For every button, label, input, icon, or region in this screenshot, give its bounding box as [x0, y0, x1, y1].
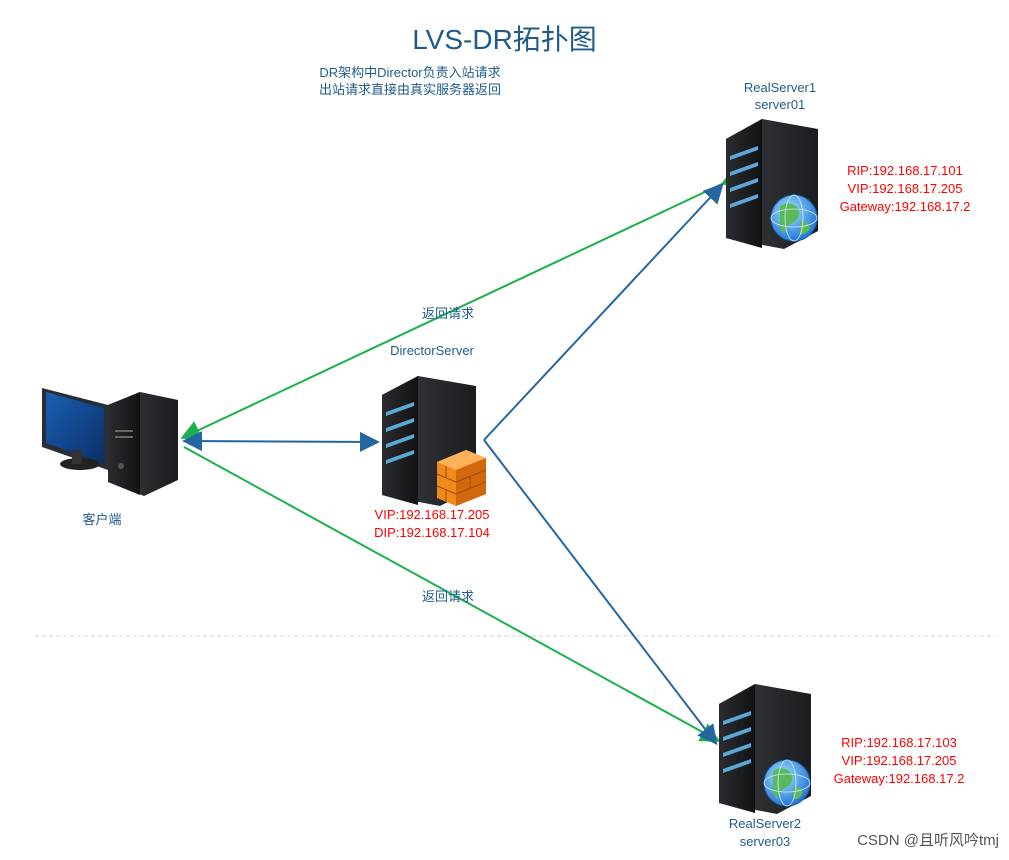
firewall-icon [436, 450, 487, 506]
realserver1-vip: VIP:192.168.17.205 [847, 181, 963, 196]
realserver1-name: RealServer1 [743, 80, 817, 95]
director-vip: VIP:192.168.17.205 [374, 507, 490, 522]
realserver2-host: server03 [739, 834, 791, 849]
director-dip: DIP:192.168.17.104 [374, 525, 490, 540]
diagram-title: LVS-DR拓扑图 [412, 24, 597, 55]
realserver1-gateway: Gateway:192.168.17.2 [839, 199, 971, 214]
director-name: DirectorServer [390, 343, 474, 358]
client-computer-icon [42, 388, 178, 496]
client-label: 客户端 [82, 512, 122, 527]
realserver2-icon [719, 684, 811, 814]
realserver2-gateway: Gateway:192.168.17.2 [833, 771, 965, 786]
return-label-top: 返回请求 [421, 306, 474, 321]
globe-icon [770, 194, 818, 242]
return-label-bottom: 返回请求 [421, 589, 474, 604]
realserver2-rip: RIP:192.168.17.103 [841, 735, 957, 750]
realserver1-host: server01 [754, 97, 806, 112]
request-line-director-real2 [483, 439, 718, 746]
globe-icon [763, 759, 811, 807]
watermark: CSDN @且听风吟tmj [857, 832, 999, 849]
request-line-client-director [182, 431, 380, 452]
realserver1-icon [726, 119, 818, 249]
realserver2-name: RealServer2 [728, 816, 802, 831]
return-line-real1 [180, 167, 743, 440]
director-server-icon [382, 376, 487, 506]
return-line-real2 [183, 446, 721, 742]
request-line-director-real1 [483, 183, 724, 441]
note-line-2: 出站请求直接由真实服务器返回 [318, 82, 501, 97]
note-line-1: DR架构中Director负责入站请求 [319, 65, 501, 80]
realserver2-vip: VIP:192.168.17.205 [841, 753, 957, 768]
realserver1-rip: RIP:192.168.17.101 [847, 163, 963, 178]
